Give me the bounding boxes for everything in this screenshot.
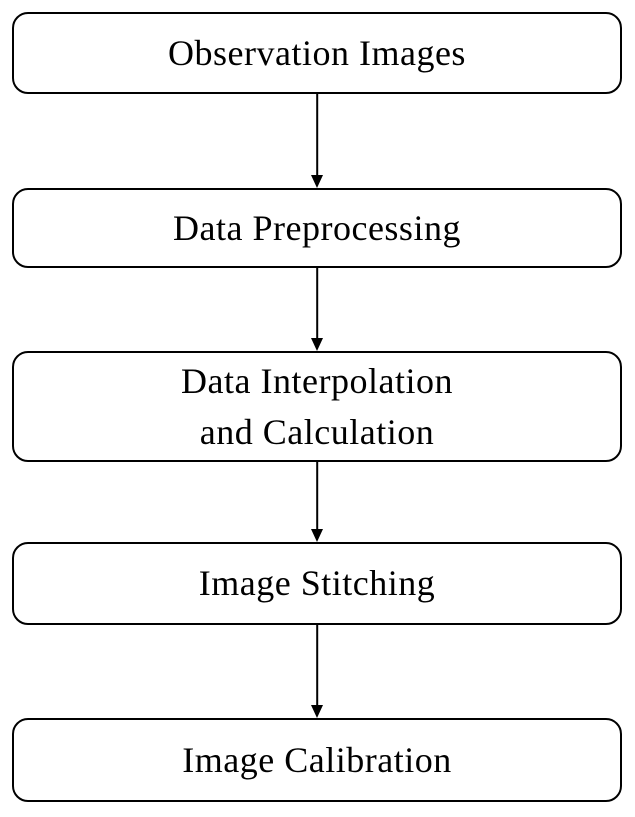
flow-node-image-stitching: Image Stitching: [12, 542, 622, 625]
flow-arrow-down-1: [12, 94, 622, 188]
flowchart: Observation Images Data Preprocessing Da…: [12, 12, 622, 802]
flow-node-image-calibration: Image Calibration: [12, 718, 622, 802]
flow-arrow-down-4: [12, 625, 622, 718]
flow-arrow-down-3: [12, 462, 622, 542]
flow-arrow-down-2: [12, 268, 622, 351]
flow-node-observation-images: Observation Images: [12, 12, 622, 94]
flow-node-data-interpolation-and-calculation: Data Interpolation and Calculation: [12, 351, 622, 462]
flow-node-data-preprocessing: Data Preprocessing: [12, 188, 622, 268]
